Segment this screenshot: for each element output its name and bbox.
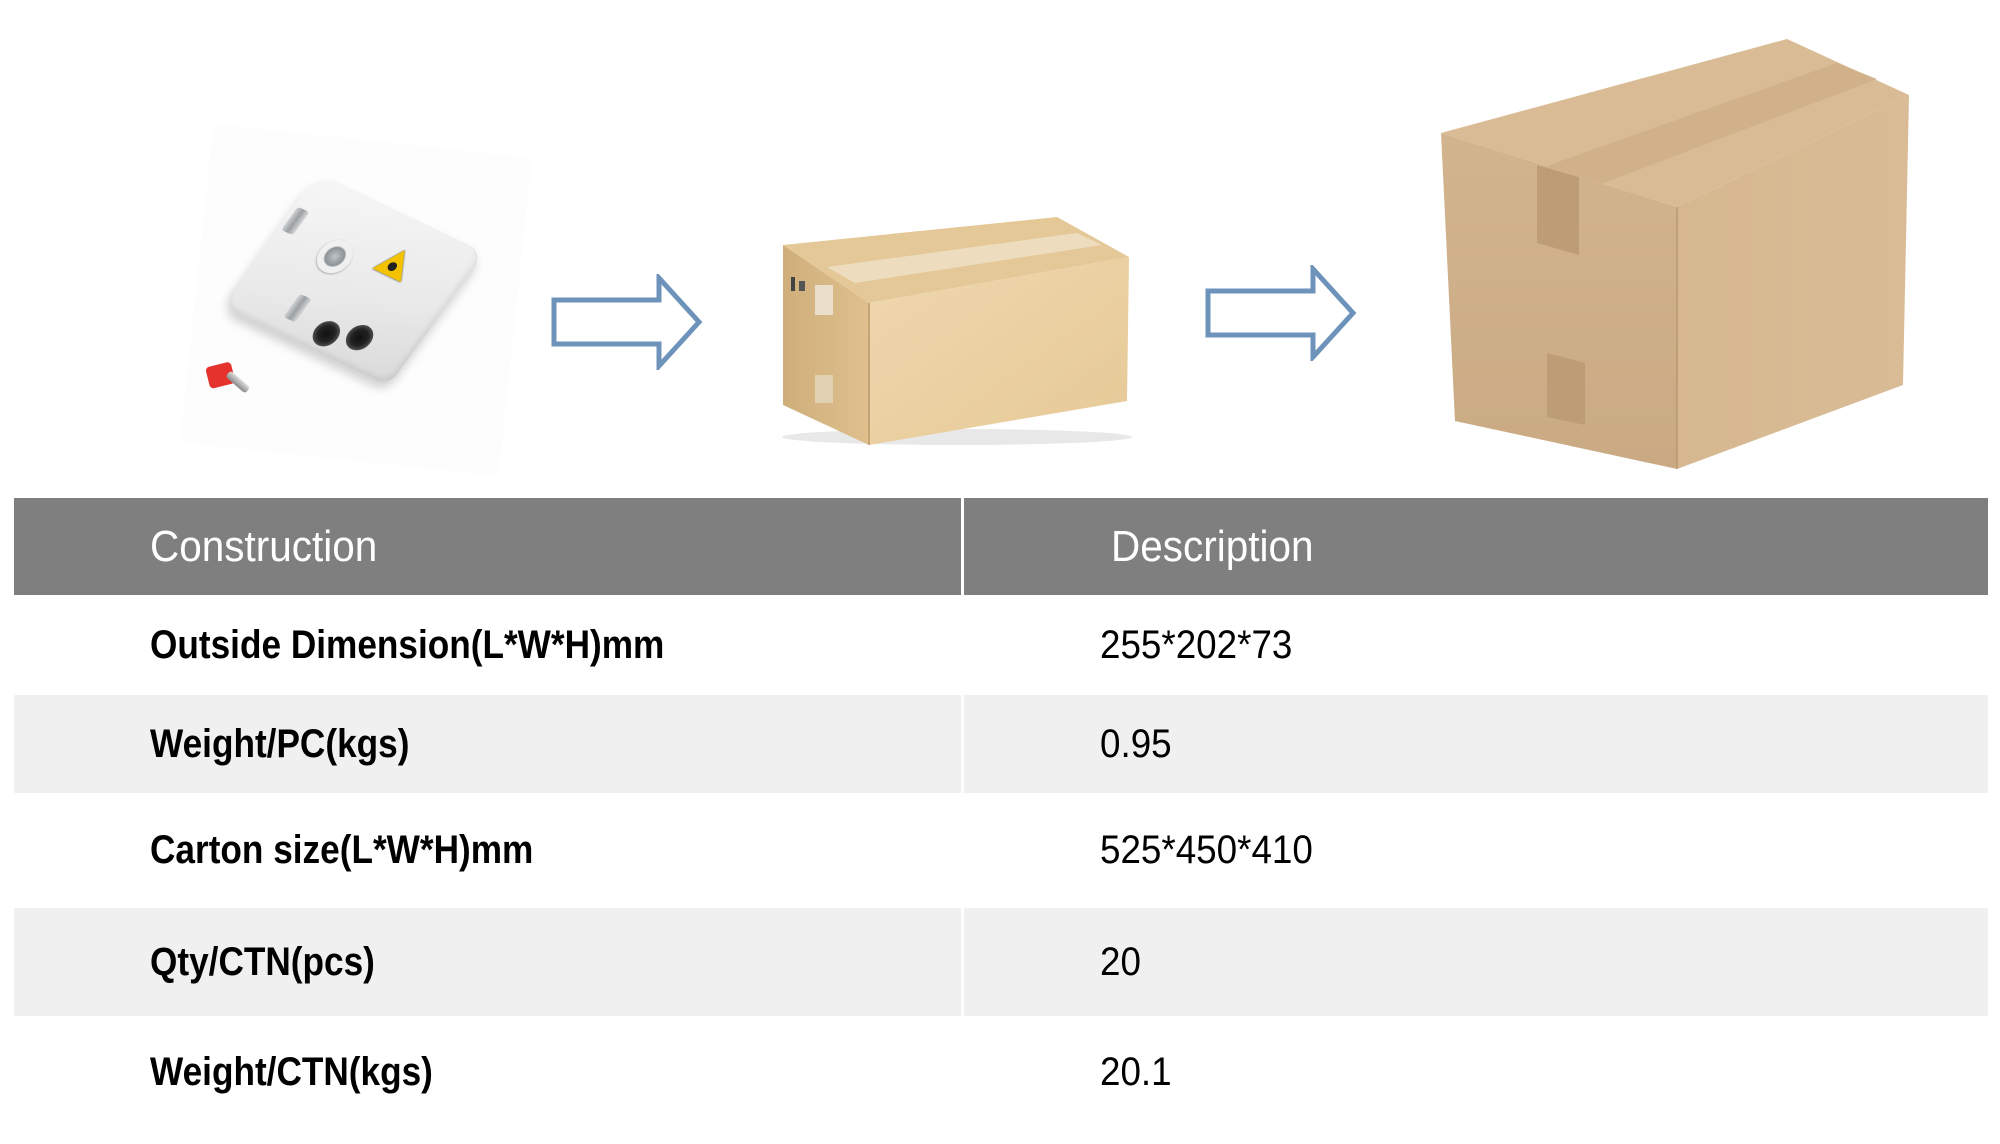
row-value: 20 [1100,939,1141,984]
row-label: Weight/CTN(kgs) [150,1049,433,1094]
row-value: 255*202*73 [1100,622,1293,667]
table-row: Qty/CTN(pcs) 20 [14,908,1988,1016]
table-header-row: Construction Description [14,498,1988,595]
table-row: Weight/PC(kgs) 0.95 [14,695,1988,793]
row-label: Carton size(L*W*H)mm [150,828,534,872]
right-arrow-icon [551,274,703,370]
description-cell: 0.95 [964,695,1988,793]
right-arrow-icon [1205,265,1357,361]
large-carton-icon [1441,39,1909,469]
table-row: Carton size(L*W*H)mm 525*450*410 [14,793,1988,908]
cable-port-icon [340,320,379,355]
row-label: Weight/PC(kgs) [150,721,410,766]
small-carton-icon [782,217,1132,445]
row-value: 20.1 [1100,1049,1172,1094]
terminal-box-icon [221,173,486,387]
construction-cell: Qty/CTN(pcs) [14,908,961,1016]
header-construction: Construction [150,521,378,571]
construction-cell: Weight/PC(kgs) [14,695,961,793]
product-image [180,124,532,476]
description-cell: 20.1 [964,1016,1988,1128]
description-cell: 525*450*410 [964,793,1988,908]
construction-cell: Weight/CTN(kgs) [14,1016,961,1128]
row-value: 0.95 [1100,721,1172,766]
cable-port-icon [307,317,346,351]
lock-icon [309,234,361,279]
header-cell-description: Description [964,498,1988,595]
spec-table: Construction Description Outside Dimensi… [14,498,1988,1128]
header-description: Description [1111,521,1314,571]
hinge-icon [283,293,312,323]
construction-cell: Outside Dimension(L*W*H)mm [14,595,961,695]
row-value: 525*450*410 [1100,828,1313,872]
row-label: Outside Dimension(L*W*H)mm [150,622,665,667]
packaging-illustration [0,0,2000,480]
hinge-icon [281,206,310,236]
row-label: Qty/CTN(pcs) [150,939,375,984]
header-cell-construction: Construction [14,498,961,595]
table-row: Weight/CTN(kgs) 20.1 [14,1016,1988,1128]
construction-cell: Carton size(L*W*H)mm [14,793,961,908]
table-row: Outside Dimension(L*W*H)mm 255*202*73 [14,595,1988,695]
description-cell: 255*202*73 [964,595,1988,695]
description-cell: 20 [964,908,1988,1016]
